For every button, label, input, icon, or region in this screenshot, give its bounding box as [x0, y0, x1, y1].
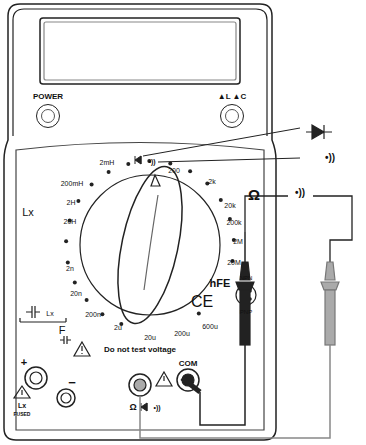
range-label: 20k [224, 202, 235, 209]
inductance-label: Lx [46, 310, 53, 317]
button-cap [225, 109, 239, 123]
range-label: 200n [85, 311, 101, 318]
minus-sign: − [68, 376, 76, 389]
knob-pointer [151, 175, 160, 186]
range-dot [197, 311, 201, 315]
hfe-label: hFE [210, 278, 231, 289]
button-cap [41, 109, 55, 123]
range-label: 200mH [61, 180, 84, 187]
ohm-symbol: Ω [129, 403, 136, 412]
knob-ridge [144, 195, 158, 290]
body-inner-edge [13, 9, 24, 136]
range-label: 2M [233, 238, 243, 245]
range-dot [90, 183, 94, 187]
warning-triangle [74, 342, 90, 356]
range-label: 20u [144, 334, 156, 341]
range-label: 2mH [100, 159, 115, 166]
meter-body [4, 4, 276, 440]
range-dot [85, 298, 89, 302]
range-label: 20H [64, 218, 77, 225]
body-inner-edge [24, 9, 267, 136]
black-plug [182, 378, 200, 392]
fused-label: FUSED [14, 412, 31, 417]
button-label: POWER [33, 93, 63, 101]
range-label: 200u [174, 330, 190, 337]
pnp-label: PNP [240, 309, 252, 315]
lcd-window [44, 22, 236, 80]
warning-mark [81, 346, 82, 354]
lc-button: ▲L ▲C [220, 104, 244, 128]
warning-mark [163, 376, 164, 381]
inductance-label: Lx [22, 207, 34, 218]
continuity-symbol: •)) [294, 188, 306, 198]
range-dot [219, 198, 223, 202]
diode-symbol [135, 156, 141, 164]
button-label: ▲L ▲C [218, 93, 247, 101]
ce-mark: CE [191, 294, 213, 310]
continuity-symbol: •)) [153, 404, 160, 411]
warning-triangle [156, 372, 172, 386]
range-dots [64, 159, 236, 326]
range-dot [73, 281, 77, 285]
com-label: COM [179, 360, 198, 368]
selector-knob [106, 161, 194, 329]
range-dot [126, 162, 130, 166]
diode-symbol [306, 125, 332, 139]
range-dot [100, 312, 104, 316]
dial-panel [16, 143, 264, 431]
ohm-symbol: Ω [248, 187, 260, 202]
range-dot [76, 199, 80, 203]
range-dot [66, 261, 70, 265]
range-label: 2H [67, 199, 76, 206]
black-probe [200, 232, 254, 425]
warning-mark [21, 390, 22, 395]
diode-symbol [141, 403, 147, 411]
plus-sign: + [21, 357, 27, 368]
range-label: 600u [202, 323, 218, 330]
input-jacks [25, 367, 199, 407]
capacitor-symbol [20, 306, 71, 344]
range-label: 2n [66, 265, 74, 272]
range-dot [107, 170, 111, 174]
range-label: 2k [208, 178, 215, 185]
inductance-label: Lx [18, 402, 26, 409]
range-dot [64, 239, 68, 243]
range-label: 200k [226, 219, 241, 226]
continuity-symbol: •)) [324, 153, 336, 163]
range-label: 20n [70, 290, 82, 297]
range-label: 2u [114, 324, 122, 331]
farad-label: F [59, 325, 66, 336]
test-circuit-wire [245, 196, 352, 262]
warning-text: Do not test voltage [104, 346, 176, 354]
range-dot [188, 169, 192, 173]
warning-triangle [14, 386, 30, 398]
lcd-display [40, 18, 240, 84]
range-label: 20M [227, 259, 241, 266]
range-label: 200 [168, 167, 180, 174]
continuity-symbol: •)) [148, 158, 155, 165]
npn-label: NPN [240, 275, 253, 281]
callout-lines [143, 119, 344, 167]
power-button: POWER [36, 104, 60, 128]
dial-ring [80, 175, 220, 315]
